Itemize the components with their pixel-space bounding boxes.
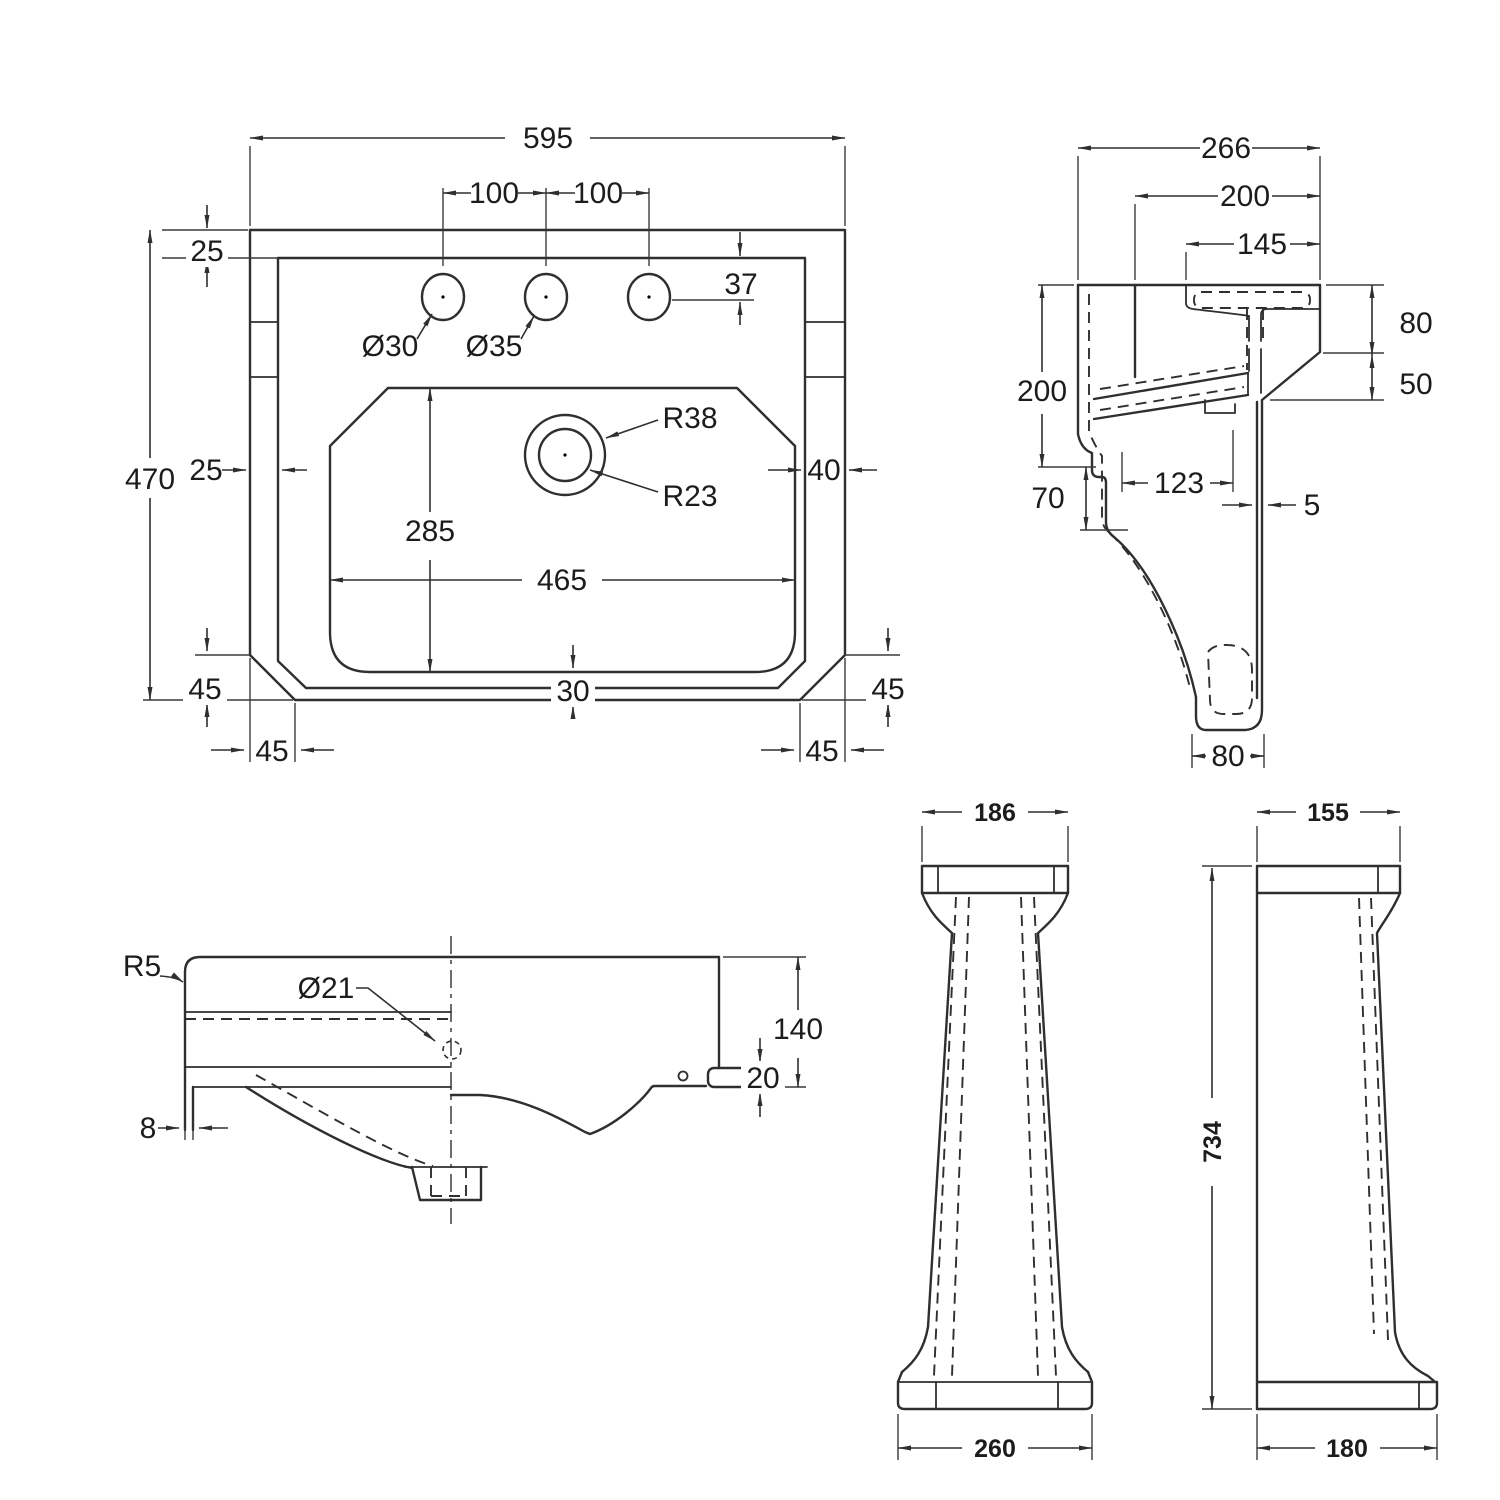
dim-pedestal-side-top-width: 155 — [1307, 799, 1349, 827]
dim-section-back-height: 80 — [1399, 307, 1432, 340]
tap-hole-middle-center — [544, 295, 548, 299]
dim-rim-left: 25 — [189, 454, 222, 487]
section-back-edge — [1194, 283, 1322, 732]
section-front-profile — [1076, 283, 1198, 699]
bowl-outline — [328, 386, 797, 674]
fixing-hole — [677, 1070, 689, 1082]
dim-pedestal-height: 734 — [1199, 1121, 1227, 1163]
label-waste-inner: R23 — [662, 480, 717, 513]
dim-section-shelf-depth: 200 — [1220, 180, 1270, 213]
pedestal-side-base — [1255, 1380, 1439, 1411]
tap-hole-right — [626, 272, 672, 322]
waste-center — [563, 453, 567, 457]
dim-tap-spacing-right: 100 — [573, 177, 623, 210]
dim-overall-depth: 470 — [125, 463, 175, 496]
label-waste-outer: R38 — [662, 402, 717, 435]
dim-section-foot-depth: 80 — [1211, 740, 1244, 773]
overflow-hole-circle — [442, 1040, 462, 1060]
front-bowl-outer-curve — [244, 1085, 414, 1170]
pedestal-front-view: 186 260 — [896, 799, 1094, 1463]
pedestal-side-right-edge — [1375, 891, 1436, 1383]
tap-hole-left-center — [441, 295, 445, 299]
section-rim-underside-left — [1185, 284, 1250, 317]
label-tap-hole-mid: Ø35 — [466, 330, 523, 363]
dim-section-rim-depth: 145 — [1237, 228, 1287, 261]
pedestal-front-ext — [897, 826, 1093, 1460]
section-outlet-notch — [1204, 399, 1236, 414]
dim-chamfer-right-v: 45 — [871, 673, 904, 706]
waste-outer-circle — [523, 413, 607, 497]
dim-chamfer-left-h: 45 — [255, 735, 288, 768]
pedestal-front-base — [896, 1370, 1094, 1411]
waste-inner-circle — [537, 427, 593, 483]
tap-hole-middle — [523, 272, 569, 322]
pedestal-front-hidden — [933, 896, 1057, 1377]
section-hidden-lines — [1088, 291, 1311, 715]
dim-rim-right: 40 — [807, 454, 840, 487]
dim-tap-spacing-left: 100 — [469, 177, 519, 210]
dim-pedestal-front-base-width: 260 — [974, 1435, 1016, 1463]
front-right-underside — [449, 1084, 708, 1136]
section-shelf-lower — [1092, 393, 1250, 421]
plan-dimension-lines — [147, 135, 891, 753]
dim-pedestal-side-base-width: 180 — [1326, 1435, 1368, 1463]
label-corner-radius: R5 — [123, 950, 161, 983]
label-overflow-dia: Ø21 — [298, 972, 355, 1005]
dim-front-boss-height: 20 — [746, 1062, 779, 1095]
dim-section-skirt-height: 50 — [1399, 368, 1432, 401]
plan-view: 595 100 100 25 37 Ø30 Ø35 R38 R23 470 25… — [115, 122, 910, 768]
tap-hole-right-center — [647, 295, 651, 299]
front-section-view: R5 Ø21 140 20 8 — [123, 936, 823, 1224]
dim-bowl-edge-gap: 30 — [556, 675, 589, 708]
dim-chamfer-left-v: 45 — [188, 673, 221, 706]
label-tap-hole-small: Ø30 — [362, 330, 419, 363]
front-dimension-lines — [158, 956, 801, 1131]
dim-pedestal-front-top-width: 186 — [974, 799, 1016, 827]
tap-hole-left — [420, 272, 466, 322]
dim-overall-width: 595 — [523, 122, 573, 155]
dim-section-front-height: 200 — [1017, 375, 1067, 408]
dim-rim-top: 25 — [190, 235, 223, 268]
dim-section-wall-thickness: 5 — [1304, 489, 1321, 522]
pedestal-side-ext — [1202, 826, 1438, 1460]
dim-bowl-depth: 285 — [405, 515, 455, 548]
front-deck-outline — [183, 955, 721, 1070]
basin-rim-line — [276, 256, 807, 690]
plan-extension-lines — [143, 146, 900, 762]
pedestal-side-view: 155 180 734 — [1199, 799, 1439, 1463]
side-section-view: 266 200 145 80 50 200 70 123 5 80 — [1017, 132, 1433, 773]
dim-chamfer-right-h: 45 — [805, 735, 838, 768]
dim-tap-hole-offset: 37 — [724, 268, 757, 301]
section-dimension-lines — [1039, 145, 1375, 759]
dim-section-hook-height: 70 — [1031, 482, 1064, 515]
dim-front-skirt-thickness: 8 — [140, 1112, 157, 1145]
dim-section-overall-depth: 266 — [1201, 132, 1251, 165]
pedestal-front-left-edge — [900, 891, 954, 1374]
section-shelf-upper — [1092, 371, 1250, 401]
dim-bowl-width: 465 — [537, 564, 587, 597]
front-bowl-hidden-curve — [255, 1074, 434, 1167]
pedestal-side-hidden — [1358, 897, 1389, 1341]
rim-ledge-ticks — [249, 321, 846, 378]
dim-front-edge-height: 140 — [773, 1013, 823, 1046]
pedestal-front-right-edge — [1036, 891, 1090, 1374]
dim-section-outlet-depth: 123 — [1154, 467, 1204, 500]
front-trap-hidden — [430, 1167, 467, 1197]
